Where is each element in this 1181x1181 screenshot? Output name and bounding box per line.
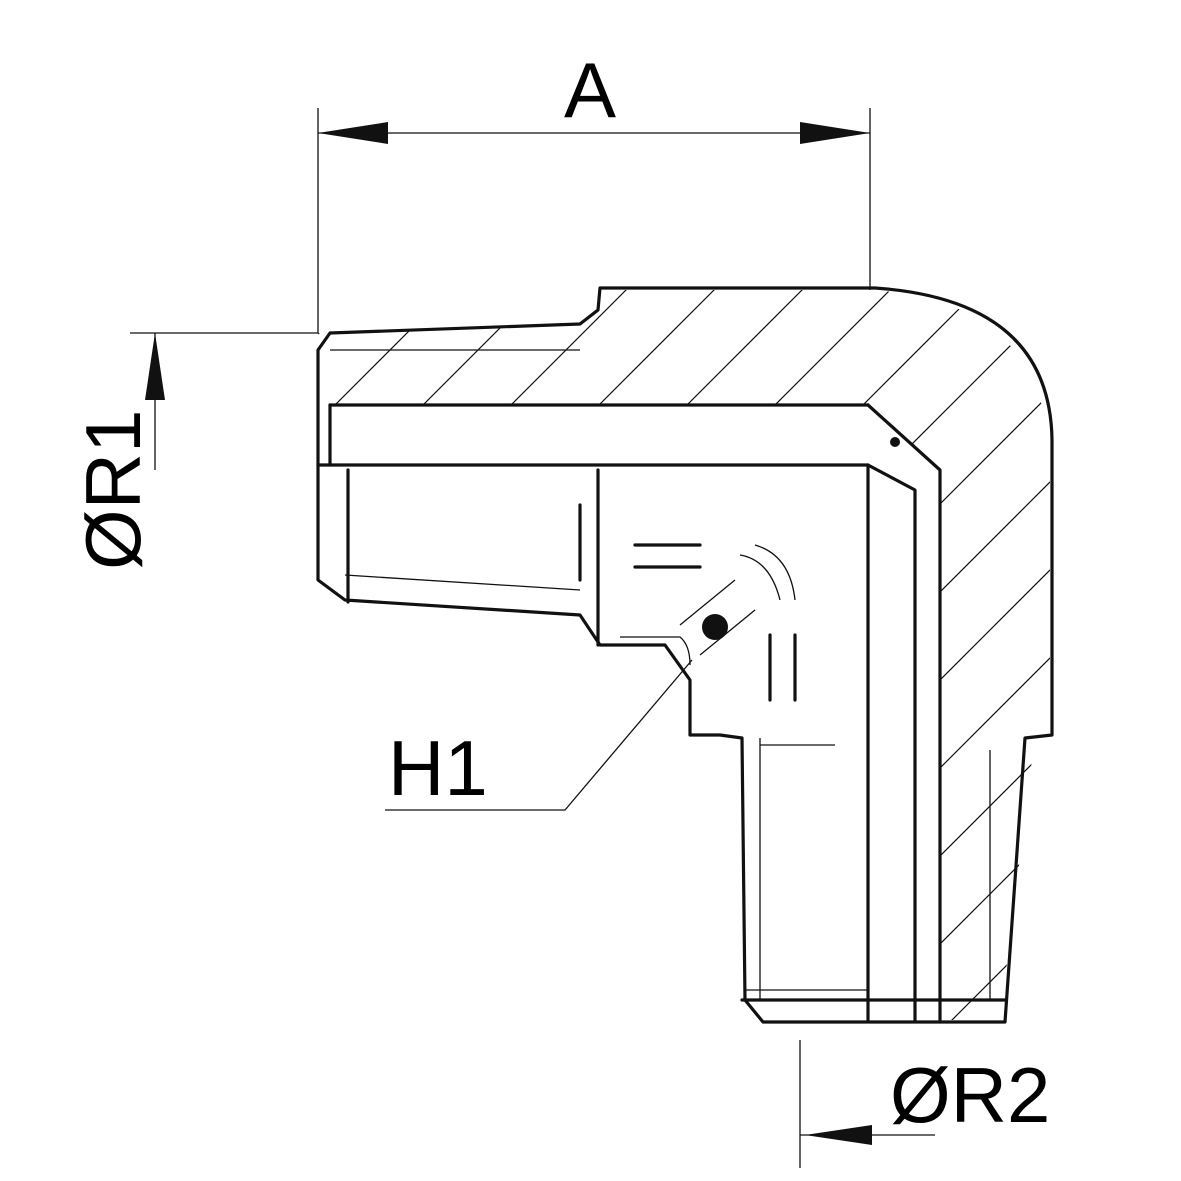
- hatch-line: [0, 0, 300, 1181]
- hatch-line: [350, 290, 1050, 1020]
- label-dim-r1: ØR1: [69, 410, 157, 570]
- hatch-line: [438, 290, 1050, 1020]
- label-dim-a: A: [564, 46, 616, 134]
- hatch-line: [318, 290, 653, 1020]
- label-dim-h1: H1: [388, 724, 488, 812]
- hatch-line: [318, 290, 1050, 1020]
- leader-h1: H1: [385, 659, 693, 812]
- hatch-line: [318, 290, 917, 1020]
- bleed-hole: [702, 614, 728, 640]
- hatch-line: [318, 290, 477, 1020]
- hatch-line: [318, 290, 829, 1020]
- hatch-line: [318, 290, 565, 1020]
- hatch-line: [790, 290, 1050, 1020]
- hatch-line: [614, 290, 1050, 1020]
- dimension-r1: ØR1: [69, 332, 318, 570]
- hatch-line: [526, 290, 1050, 1020]
- fitting-outline: [316, 286, 1054, 1024]
- dimension-r2: ØR2: [799, 1040, 1050, 1168]
- hatch-line: [966, 290, 1050, 1020]
- label-dim-r2: ØR2: [890, 1051, 1050, 1139]
- hatch-line: [318, 290, 1050, 1020]
- hatch-line: [1055, 0, 1181, 1181]
- hatch-line: [318, 290, 741, 1020]
- hatch-line: [318, 290, 1005, 1020]
- dimension-a: A: [317, 46, 871, 333]
